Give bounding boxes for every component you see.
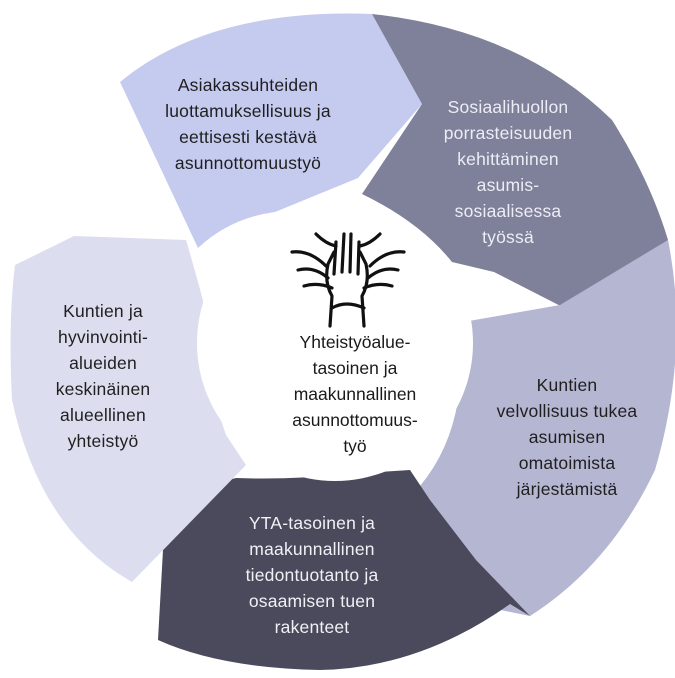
segment-label-data-and-competence: YTA-tasoinen ja maakunnallinen tiedontuo… [245, 513, 379, 637]
center-label: Yhteistyöalue- tasoinen ja maakunnalline… [292, 332, 418, 456]
segment-label-confidentiality: Asiakassuhteiden luottamuksellisuus ja e… [165, 75, 331, 173]
joined-hands-icon [290, 232, 406, 328]
segment-label-municipal-duty: Kuntien velvollisuus tukea asumisen omat… [496, 375, 638, 499]
segment-label-regional-cooperation: Kuntien ja hyvinvointi- alueiden keskinä… [55, 301, 151, 451]
center-circle [197, 205, 473, 481]
segment-regional-cooperation [10, 236, 246, 582]
segment-municipal-duty [420, 240, 675, 616]
segment-data-and-competence [158, 470, 530, 670]
segment-label-social-care-levels: Sosiaalihuollon porrasteisuuden kehittäm… [443, 97, 573, 247]
segment-social-care-levels [362, 14, 668, 318]
segment-confidentiality [120, 13, 422, 249]
